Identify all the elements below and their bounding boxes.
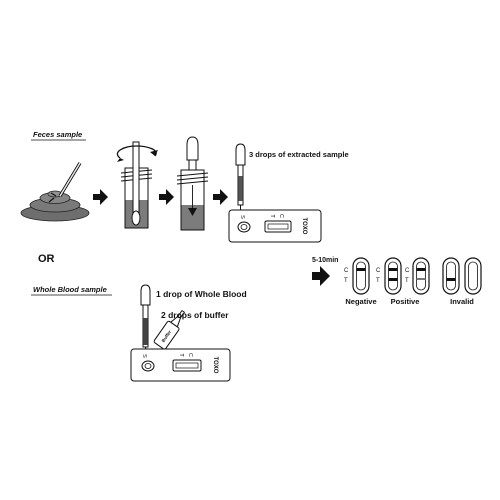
feces-cassette-label: TOXO [301,218,307,235]
test-line [416,278,426,280]
blood-cassette-t-mark: T [178,353,184,357]
positive-c-mark-2: C [405,268,410,274]
blood-step2-label: 2 drops of buffer [161,310,229,320]
result-label-positive: Positive [391,297,420,306]
blood-step1-label: 1 drop of Whole Blood [156,289,247,299]
result-label-invalid: Invalid [450,297,474,306]
blood-cassette-s-mark: S [141,354,147,358]
control-line [416,268,426,271]
buffer-bottle-icon: Buffer [153,309,186,350]
feces-section-title: Feces sample [33,130,82,139]
blood-cassette-c-mark: C [187,353,193,357]
blood-section-title: Whole Blood sample [33,285,107,294]
arrow-right-icon [93,189,108,205]
result-strip-positive-1: C T [376,257,402,295]
result-strip-invalid-1 [442,257,460,295]
feces-cassette-t-mark: T [269,214,275,218]
extraction-tube-rotate-icon [116,141,158,229]
negative-c-mark: C [344,268,349,274]
feces-test-cassette: S T C TOXO [228,209,322,243]
result-strip-invalid-2 [464,257,482,295]
feces-pile-icon [20,162,90,222]
feces-cassette-s-mark: S [239,215,245,219]
feces-step-label: 3 drops of extracted sample [249,150,349,159]
result-label-negative: Negative [345,297,376,306]
arrow-right-icon [213,189,228,205]
dropper-icon [235,143,246,218]
arrow-right-icon [312,266,330,286]
positive-c-mark: C [376,268,381,274]
feces-cassette-c-mark: C [278,214,284,218]
positive-t-mark: T [376,278,380,284]
blood-test-cassette: S T C TOXO [130,348,231,382]
buffer-bottle-label: Buffer [161,329,173,343]
negative-t-mark: T [344,278,348,284]
result-strip-negative: C T [344,257,370,295]
results-time-label: 5-10min [312,257,338,264]
positive-t-mark-2: T [405,278,409,284]
result-strip-positive-2: C T [405,257,430,295]
control-line [388,268,398,271]
arrow-right-icon [159,189,174,205]
extraction-tube-dropper-icon [176,136,209,231]
blood-dropper-icon [140,284,151,355]
or-label: OR [38,253,55,265]
control-line [356,268,366,271]
blood-cassette-label: TOXO [212,357,218,374]
test-line [446,278,456,281]
test-line [388,278,398,281]
